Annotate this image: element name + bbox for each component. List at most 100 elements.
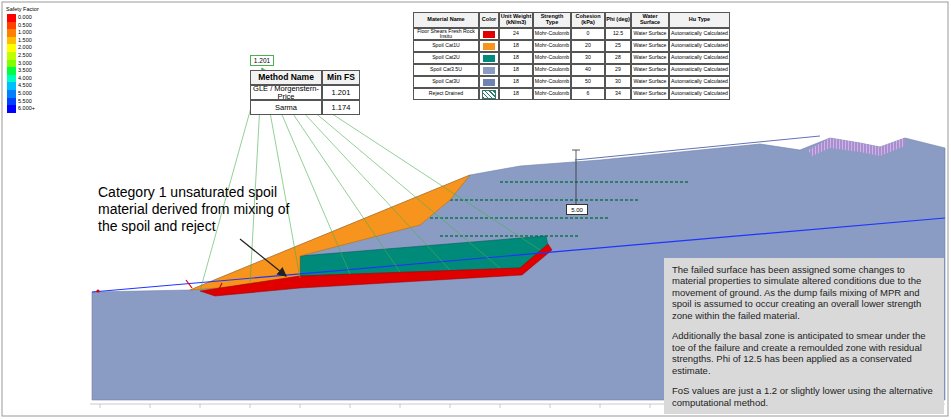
legend-swatch — [7, 90, 16, 98]
note-paragraph: The failed surface has been assigned som… — [672, 264, 936, 322]
floor-shears — [200, 244, 552, 296]
table-cell: Mohr-Coulomb — [533, 76, 571, 88]
table-cell: 0 — [571, 28, 605, 40]
note-box: The failed surface has been assigned som… — [664, 258, 944, 415]
table-cell: 30 — [571, 52, 605, 64]
legend-text: 3.000 — [18, 60, 48, 68]
legend-swatch — [7, 98, 16, 106]
table-cell: 50 — [571, 76, 605, 88]
material-swatch — [479, 88, 499, 100]
legend-title: Safety Factor — [6, 6, 56, 12]
table-header: Material Name — [413, 12, 479, 28]
table-cell: 12.5 — [605, 28, 631, 40]
legend-text: 4.000 — [18, 75, 48, 83]
table-cell: Method Name — [250, 70, 322, 85]
legend-text: 2.500 — [18, 52, 48, 60]
table-cell: 20 — [571, 40, 605, 52]
legend-text: 1.000 — [18, 29, 48, 37]
note-paragraph: FoS values are just a 1.2 or slightly lo… — [672, 385, 936, 408]
legend-text: 5.000 — [18, 90, 48, 98]
table-cell: Spoil Cat3U — [413, 76, 479, 88]
legend-swatch — [7, 52, 16, 60]
legend-text: 0.000 — [18, 14, 48, 22]
table-cell: Mohr-Coulomb — [533, 52, 571, 64]
table-cell: Spoil Cat3.5U — [413, 64, 479, 76]
legend-text: 4.500 — [18, 82, 48, 90]
table-cell: Water Surface — [631, 28, 669, 40]
table-cell: Mohr-Coulomb — [533, 40, 571, 52]
table-header: Phi (deg) — [605, 12, 631, 28]
table-cell: Automatically Calculated — [669, 64, 730, 76]
table-cell: Automatically Calculated — [669, 88, 730, 100]
table-cell: Floor Shears Fresh Rock Insitu — [413, 28, 479, 40]
table-cell: Sarma — [250, 100, 322, 115]
table-cell: 25 — [605, 40, 631, 52]
table-header: Cohesion (kPa) — [571, 12, 605, 28]
table-cell: 29 — [605, 64, 631, 76]
legend-swatch — [7, 67, 16, 75]
material-color — [483, 31, 495, 38]
callout-arrow — [240, 239, 286, 276]
table-cell: Automatically Calculated — [669, 52, 730, 64]
table-cell: Automatically Calculated — [669, 76, 730, 88]
legend-swatch — [7, 60, 16, 68]
table-cell: Min FS — [322, 70, 360, 85]
table-header: Water Surface — [631, 12, 669, 28]
table-cell: 6 — [571, 88, 605, 100]
legend-swatch — [7, 14, 16, 22]
material-swatch — [479, 28, 499, 40]
legend-swatch — [7, 44, 16, 52]
legend-text: 2.000 — [18, 44, 48, 52]
material-color — [483, 67, 495, 74]
table-cell: 34 — [605, 88, 631, 100]
table-cell: Spoil Cat1U — [413, 40, 479, 52]
table-cell: Water Surface — [631, 76, 669, 88]
slip-radii — [200, 68, 540, 291]
table-header: Unit Weight (kN/m3) — [499, 12, 533, 28]
legend-text: 3.500 — [18, 67, 48, 75]
material-color — [483, 79, 495, 86]
table-cell: Automatically Calculated — [669, 40, 730, 52]
table-cell: 1.174 — [322, 100, 360, 115]
material-swatch — [479, 40, 499, 52]
table-cell: 1.201 — [322, 85, 360, 100]
legend-swatch — [7, 29, 16, 37]
legend-swatch — [7, 22, 16, 30]
table-cell: 18 — [499, 64, 533, 76]
material-color — [483, 55, 495, 62]
table-cell: Spoil Cat2U — [413, 52, 479, 64]
legend-text: 6.000+ — [18, 105, 48, 113]
table-cell: Reject Drained — [413, 88, 479, 100]
table-cell: 18 — [499, 40, 533, 52]
table-cell: 28 — [605, 52, 631, 64]
material-swatch — [479, 64, 499, 76]
hatched-cap — [808, 138, 905, 156]
table-cell: 18 — [499, 88, 533, 100]
table-cell: Mohr-Coulomb — [533, 28, 571, 40]
material-swatch — [479, 52, 499, 64]
table-cell: 18 — [499, 52, 533, 64]
legend-swatch — [7, 82, 16, 90]
table-cell: Automatically Calculated — [669, 28, 730, 40]
material-color — [482, 90, 496, 99]
table-header: Strength Type — [533, 12, 571, 28]
note-paragraph: Additionally the basal zone is anticipat… — [672, 330, 936, 376]
table-cell: 40 — [571, 64, 605, 76]
table-cell: Water Surface — [631, 88, 669, 100]
table-cell: 18 — [499, 76, 533, 88]
table-cell: Mohr-Coulomb — [533, 64, 571, 76]
table-cell: Water Surface — [631, 64, 669, 76]
legend-text: 5.500 — [18, 98, 48, 106]
legend-swatch — [7, 37, 16, 45]
legend-text: 1.500 — [18, 37, 48, 45]
reject-bands — [430, 182, 690, 236]
table-cell: 30 — [605, 76, 631, 88]
legend-swatch — [7, 75, 16, 83]
table-cell: Mohr-Coulomb — [533, 88, 571, 100]
legend-swatch — [7, 105, 16, 113]
legend-text: 0.500 — [18, 22, 48, 30]
spoil-cat3u — [92, 138, 945, 400]
table-cell: GLE / Morgenstern-Price — [250, 85, 322, 100]
material-color — [483, 43, 495, 50]
